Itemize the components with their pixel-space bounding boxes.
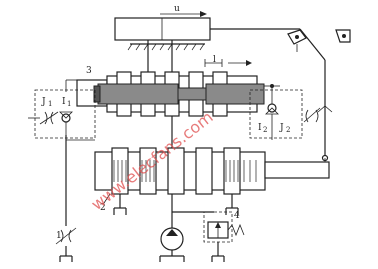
component-1-label: 1 <box>56 231 62 241</box>
lower-returns <box>113 194 239 215</box>
left-throttle-group: J 1 I 1 <box>28 79 96 139</box>
component-3-label: 3 <box>86 66 92 76</box>
lever-linkage <box>299 28 333 162</box>
right-throttle-group: I 2 J 2 <box>249 84 321 140</box>
throttle-i2-label: I <box>258 123 262 133</box>
throttle-1: 1 <box>55 135 95 262</box>
component-4-label: 4 <box>234 211 240 221</box>
upper-valve: 3 l <box>76 40 265 150</box>
throttle-j2-label: J <box>279 123 284 133</box>
component-2-label: 2 <box>100 203 106 213</box>
stop-block-right <box>335 29 351 43</box>
throttle-i1-label: I <box>62 97 66 107</box>
throttle-j2-sub: 2 <box>286 126 290 134</box>
stop-block-left <box>287 29 307 52</box>
throttle-j1-sub: 1 <box>48 100 52 108</box>
throttle-i1-sub: 1 <box>67 100 71 108</box>
opening-label: l <box>213 55 216 65</box>
throttle-i2-sub: 2 <box>263 126 267 134</box>
work-table: u <box>114 4 300 51</box>
supply-circuit <box>159 194 214 262</box>
relief-valve: 4 <box>203 211 245 262</box>
throttle-j1-label: J <box>41 97 46 107</box>
lower-valve: 2 <box>94 147 330 213</box>
velocity-label: u <box>174 4 180 14</box>
